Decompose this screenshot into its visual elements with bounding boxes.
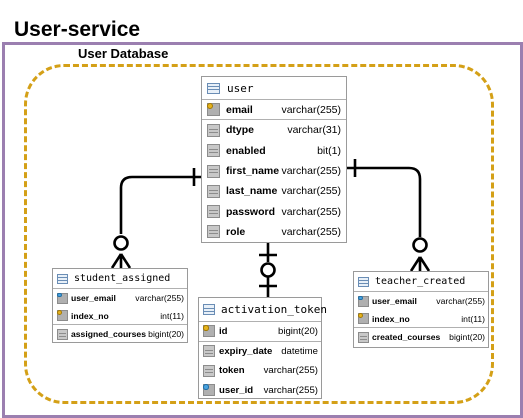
zero-marker-teacher-created: [412, 237, 428, 253]
field-type: bigint(20): [278, 325, 318, 337]
many-marker-teacher-created: [409, 256, 431, 272]
field-row[interactable]: user_email varchar(255): [354, 292, 488, 310]
primary-foreign-key-icon: [57, 292, 68, 304]
primary-key-icon: [203, 325, 215, 338]
field-name: email: [226, 103, 253, 116]
database-label: User Database: [72, 46, 175, 62]
field-name: token: [219, 365, 245, 377]
field-name: user_email: [71, 293, 116, 303]
field-row[interactable]: created_courses bigint(20): [354, 328, 488, 346]
entity-name: activation_token: [221, 303, 327, 316]
field-name: assigned_courses: [71, 329, 146, 339]
field-name: user_id: [219, 384, 254, 396]
entity-name: user: [227, 81, 254, 95]
field-row[interactable]: email varchar(255): [202, 100, 346, 121]
entity-name: student_assigned: [74, 273, 171, 284]
entity-student-assigned[interactable]: student_assigned user_email varchar(255) i…: [52, 268, 188, 343]
column-icon: [207, 123, 220, 137]
field-type: varchar(31): [287, 124, 341, 137]
field-name: password: [226, 205, 276, 218]
column-icon: [207, 144, 220, 158]
foreign-key-icon: [203, 384, 215, 397]
field-row[interactable]: dtype varchar(31): [202, 120, 346, 140]
field-type: datetime: [281, 345, 318, 357]
entity-header: user: [202, 77, 346, 100]
column-icon: [358, 331, 369, 343]
field-name: index_no: [372, 313, 410, 324]
field-type: varchar(255): [281, 165, 341, 178]
entity-name: teacher_created: [375, 276, 466, 287]
field-name: last_name: [226, 185, 278, 198]
field-type: bigint(20): [148, 329, 184, 339]
primary-key-icon: [207, 103, 220, 117]
relationship-user-student-assigned: [119, 175, 201, 234]
zero-marker-student-assigned: [113, 235, 129, 251]
field-type: bigint(20): [449, 332, 485, 342]
zero-marker-activation-token: [260, 262, 276, 278]
field-name: expiry_date: [219, 345, 273, 357]
field-type: int(11): [160, 310, 184, 321]
field-row[interactable]: index_no int(11): [53, 307, 187, 325]
column-icon: [207, 164, 220, 178]
column-icon: [203, 364, 215, 377]
field-row[interactable]: password varchar(255): [202, 201, 346, 221]
field-type: varchar(255): [281, 103, 341, 116]
field-row[interactable]: index_no int(11): [354, 310, 488, 328]
column-icon: [207, 205, 220, 219]
many-marker-student-assigned: [110, 253, 132, 269]
field-type: varchar(255): [281, 225, 341, 238]
field-row[interactable]: role varchar(255): [202, 222, 346, 242]
primary-key-icon: [57, 310, 68, 321]
entity-teacher-created[interactable]: teacher_created user_email varchar(255) in…: [353, 271, 489, 348]
primary-foreign-key-icon: [358, 295, 369, 307]
entity-user[interactable]: user email varchar(255) dtype varchar(31) en…: [201, 76, 347, 243]
field-name: index_no: [71, 310, 109, 321]
entity-header: activation_token: [199, 298, 327, 322]
field-row[interactable]: enabled bit(1): [202, 141, 346, 161]
field-name: first_name: [226, 165, 280, 178]
field-name: id: [219, 325, 228, 337]
field-type: varchar(255): [436, 296, 485, 306]
field-row[interactable]: expiry_date datetime: [199, 342, 321, 362]
field-type: varchar(255): [281, 205, 341, 218]
entity-header: student_assigned: [53, 269, 187, 289]
field-row[interactable]: token varchar(255): [199, 361, 321, 381]
entity-activation-token[interactable]: activation_token id bigint(20) expiry_date…: [198, 297, 327, 401]
database-boundary: [24, 64, 494, 404]
column-icon: [57, 328, 68, 340]
table-icon: [207, 82, 220, 94]
column-icon: [207, 184, 220, 198]
field-row[interactable]: id bigint(20): [199, 322, 321, 342]
field-row[interactable]: user_id varchar(255): [199, 381, 321, 401]
field-name: user_email: [372, 296, 417, 306]
table-icon: [358, 276, 369, 287]
table-icon: [203, 304, 215, 315]
field-type: varchar(255): [263, 384, 318, 396]
field-type: varchar(255): [135, 293, 184, 303]
field-name: enabled: [226, 144, 266, 157]
field-name: created_courses: [372, 332, 441, 342]
field-name: dtype: [226, 124, 255, 137]
relationship-user-teacher-created: [347, 166, 422, 237]
field-name: role: [226, 225, 246, 238]
table-icon: [57, 273, 68, 284]
service-title: User-service: [14, 18, 141, 41]
field-type: varchar(255): [263, 365, 318, 377]
entity-header: teacher_created: [354, 272, 488, 292]
primary-key-icon: [358, 313, 369, 324]
column-icon: [203, 345, 215, 358]
field-type: int(11): [461, 313, 485, 324]
field-row[interactable]: user_email varchar(255): [53, 289, 187, 307]
column-icon: [207, 225, 220, 239]
field-type: bit(1): [317, 144, 341, 157]
field-type: varchar(255): [281, 185, 341, 198]
